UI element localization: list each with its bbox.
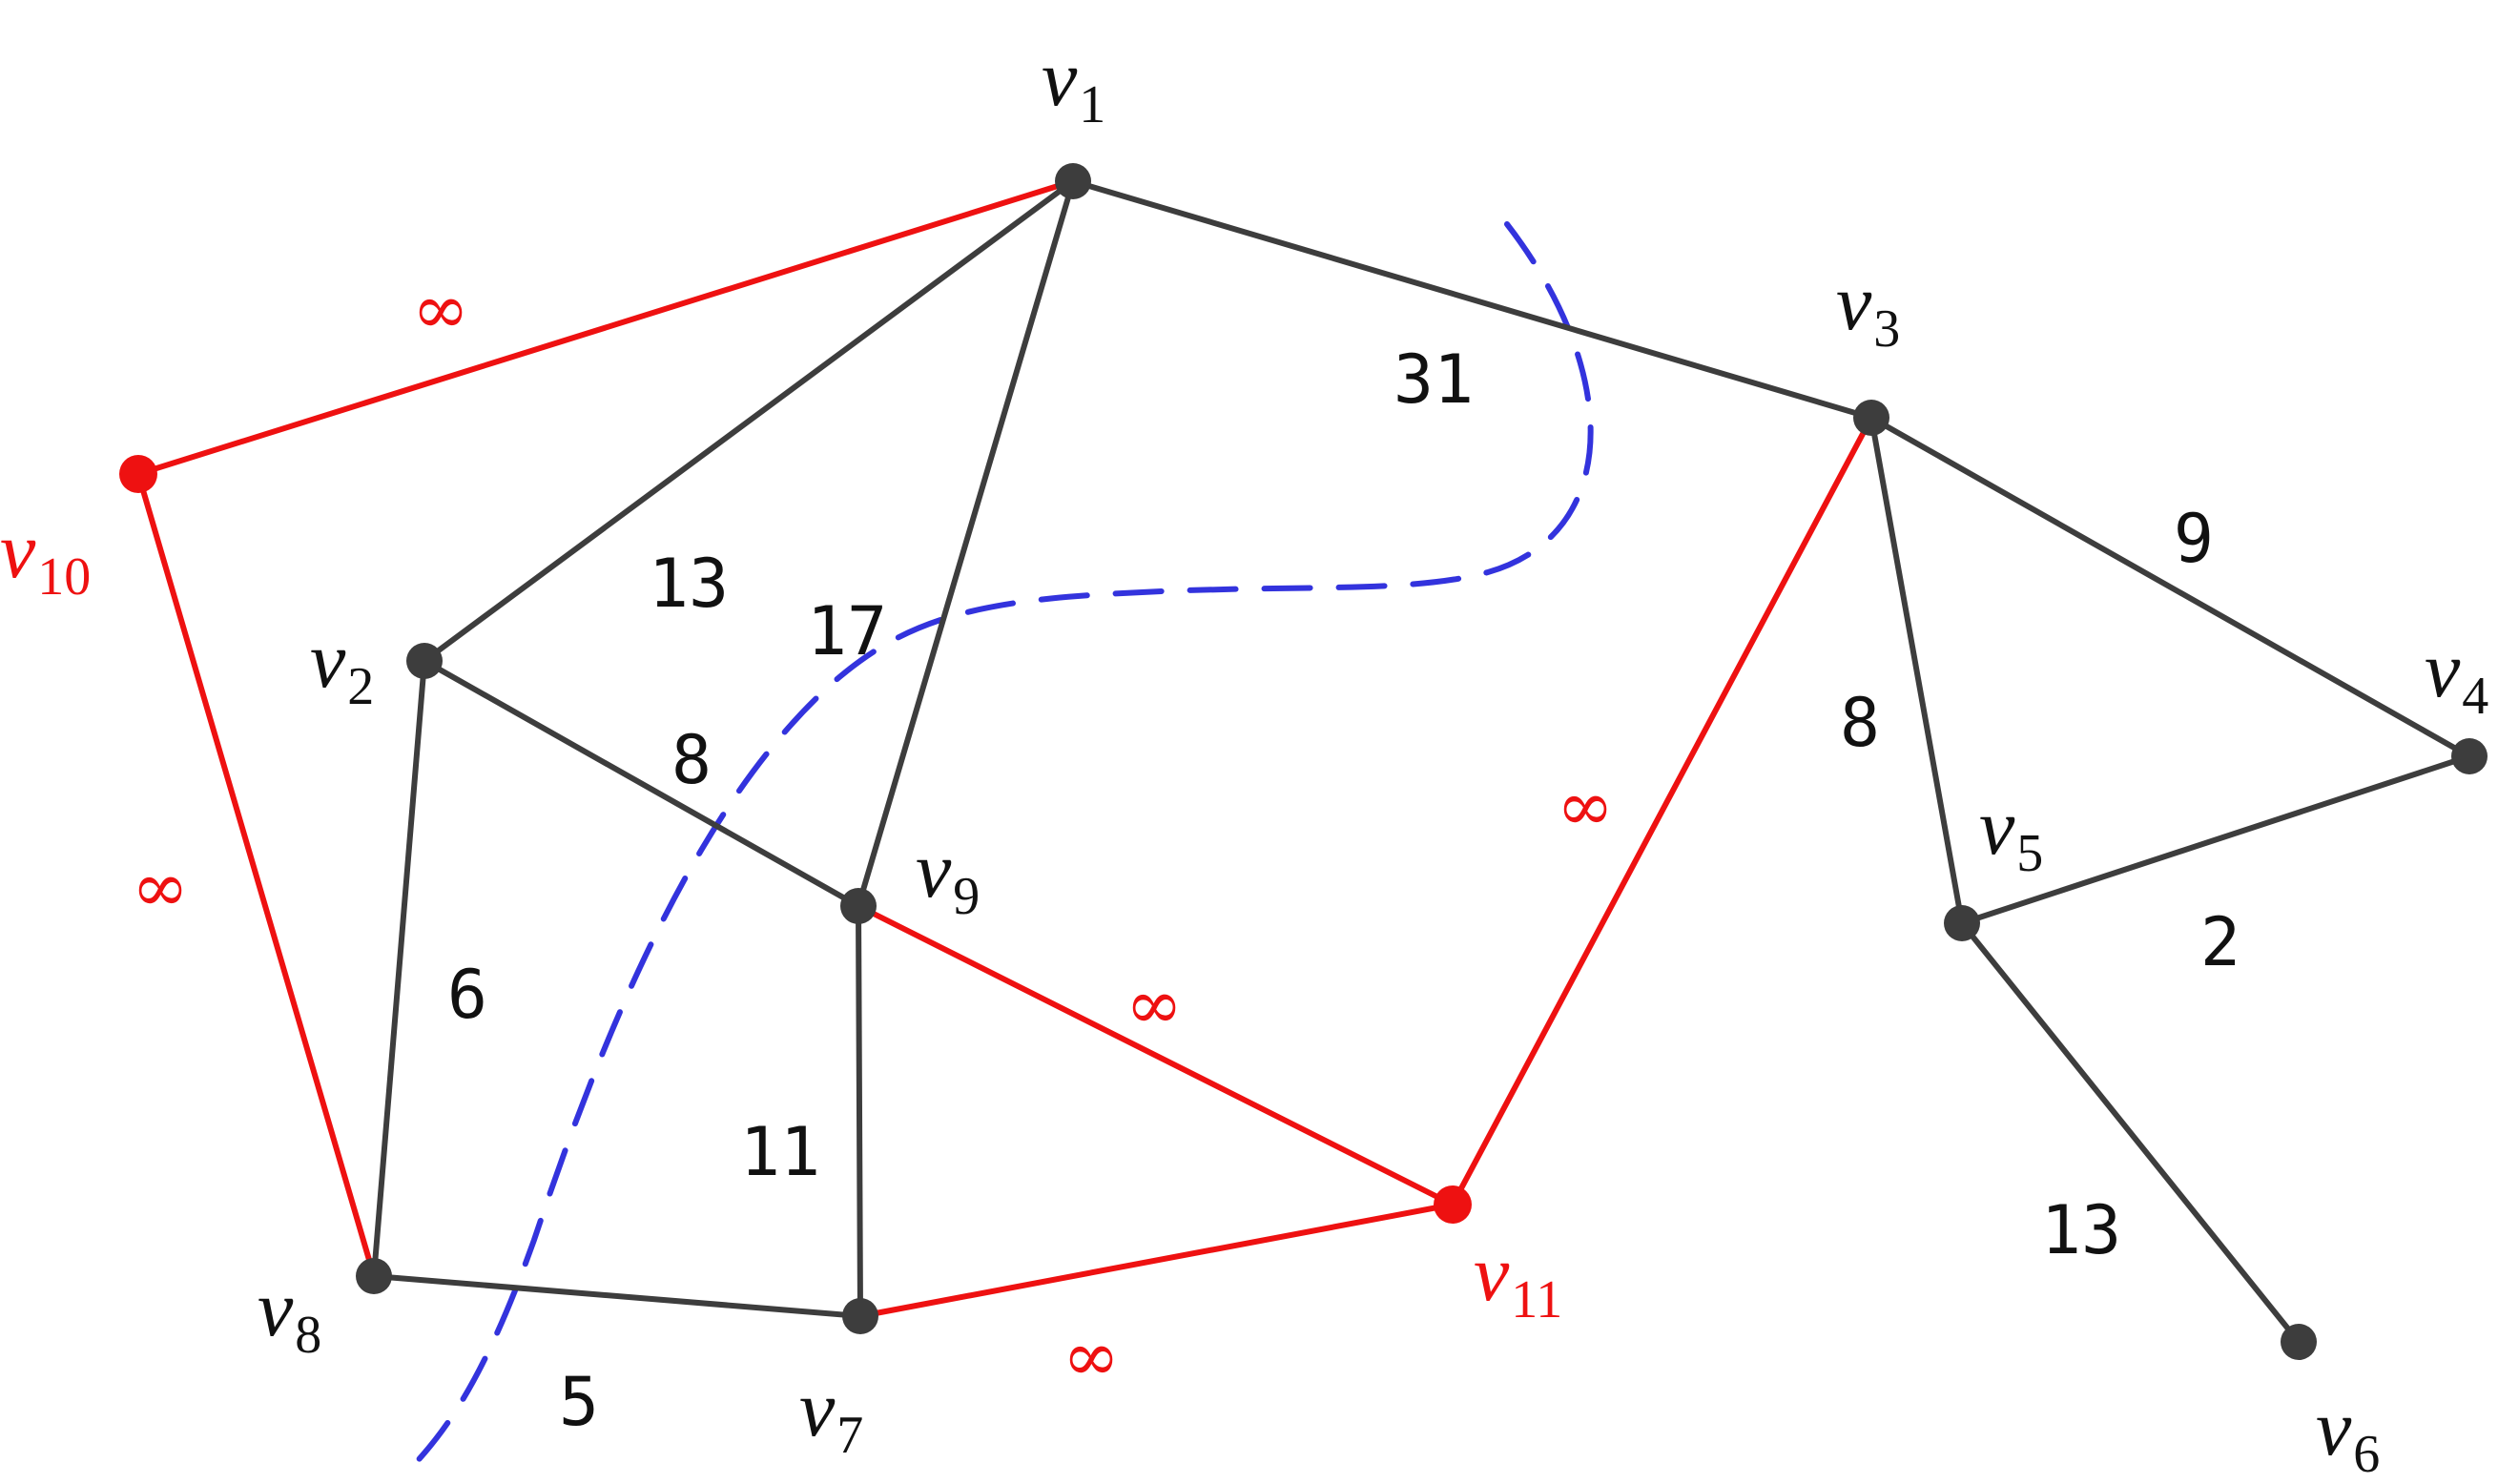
- node-v11: [1434, 1185, 1472, 1224]
- edge-v3-v11: [1450, 415, 1874, 1207]
- edge-v1-v3: [1070, 178, 1874, 421]
- edge-weight-v5-v6: 13: [2041, 1191, 2121, 1269]
- edge-v5-v4: [1959, 753, 2472, 926]
- node-label-v3: v3: [1836, 258, 1900, 359]
- node-v10: [119, 455, 157, 493]
- edge-weight-v3-v4: 9: [2174, 500, 2214, 578]
- node-label-base: v: [310, 616, 346, 705]
- node-label-v1: v1: [1042, 34, 1105, 134]
- node-label-v10: v10: [0, 506, 91, 607]
- node-v5: [1944, 905, 1980, 941]
- node-label-v11: v11: [1474, 1229, 1562, 1329]
- node-label-base: v: [916, 826, 952, 915]
- node-label-subscript: 4: [2462, 667, 2488, 726]
- node-label-v5: v5: [1979, 783, 2043, 883]
- node-label-v9: v9: [916, 826, 980, 926]
- edge-v9-v11: [856, 903, 1455, 1207]
- node-v3: [1853, 400, 1889, 436]
- edge-weight-v2-v9: 8: [671, 721, 712, 799]
- node-v8: [356, 1258, 392, 1294]
- node-v7: [842, 1298, 878, 1334]
- node-label-subscript: 10: [37, 547, 91, 607]
- edge-v3-v5: [1868, 415, 1965, 926]
- node-label-base: v: [0, 506, 36, 595]
- node-v4: [2451, 738, 2488, 774]
- node-label-subscript: 11: [1511, 1270, 1562, 1329]
- edge-v1-v9: [856, 178, 1076, 909]
- edge-v8-v7: [371, 1273, 863, 1319]
- node-label-subscript: 8: [295, 1306, 321, 1365]
- node-label-v4: v4: [2425, 626, 2488, 726]
- edge-v1-v2: [422, 178, 1076, 664]
- edge-v1-v10: [135, 178, 1076, 477]
- node-label-v7: v7: [799, 1365, 863, 1465]
- node-label-v2: v2: [310, 616, 374, 716]
- node-label-v8: v8: [258, 1265, 321, 1365]
- edge-weight-v8-v7: 5: [559, 1363, 599, 1441]
- edge-weight-v9-v11: ∞: [1125, 964, 1183, 1044]
- edge-weight-v5-v4: 2: [2200, 903, 2240, 981]
- node-label-base: v: [1836, 258, 1872, 347]
- node-label-base: v: [1042, 34, 1078, 123]
- edge-v2-v8: [371, 658, 427, 1279]
- edge-v3-v4: [1868, 415, 2472, 759]
- edge-v9-v7: [856, 903, 863, 1319]
- edge-weight-v7-v11: ∞: [1063, 1316, 1120, 1396]
- edge-weight-v1-v10: ∞: [412, 269, 469, 349]
- node-label-subscript: 3: [1873, 299, 1900, 359]
- edge-weight-v1-v3: 31: [1394, 340, 1474, 419]
- edge-weight-v10-v8: ∞: [132, 847, 189, 927]
- node-label-subscript: 7: [836, 1406, 863, 1465]
- edge-weight-v3-v11: ∞: [1557, 766, 1614, 846]
- node-label-subscript: 1: [1079, 75, 1105, 134]
- edge-weight-v2-v8: 6: [447, 956, 487, 1034]
- node-label-base: v: [258, 1265, 294, 1353]
- edge-weight-v9-v7: 11: [740, 1113, 820, 1191]
- edge-v10-v8: [135, 471, 377, 1279]
- node-v9: [840, 888, 877, 924]
- node-v2: [406, 643, 443, 679]
- edge-weight-v1-v9: 17: [807, 592, 887, 670]
- node-label-v6: v6: [2316, 1384, 2380, 1484]
- node-label-subscript: 9: [953, 867, 980, 926]
- node-label-base: v: [2316, 1384, 2352, 1473]
- edge-weight-v1-v2: 13: [649, 545, 729, 623]
- node-label-subscript: 5: [2016, 824, 2043, 883]
- edge-weight-v3-v5: 8: [1840, 684, 1880, 762]
- node-label-base: v: [2425, 626, 2461, 714]
- cut-line: [403, 221, 1594, 1476]
- node-label-subscript: 2: [347, 657, 374, 716]
- edge-v5-v6: [1959, 920, 2302, 1345]
- edge-v7-v11: [857, 1202, 1455, 1319]
- node-v1: [1055, 163, 1091, 199]
- node-label-base: v: [1474, 1229, 1510, 1318]
- node-label-base: v: [799, 1365, 836, 1453]
- edge-v2-v9: [422, 658, 861, 909]
- node-label-subscript: 6: [2353, 1425, 2380, 1484]
- node-label-base: v: [1979, 783, 2015, 872]
- node-v6: [2281, 1324, 2317, 1360]
